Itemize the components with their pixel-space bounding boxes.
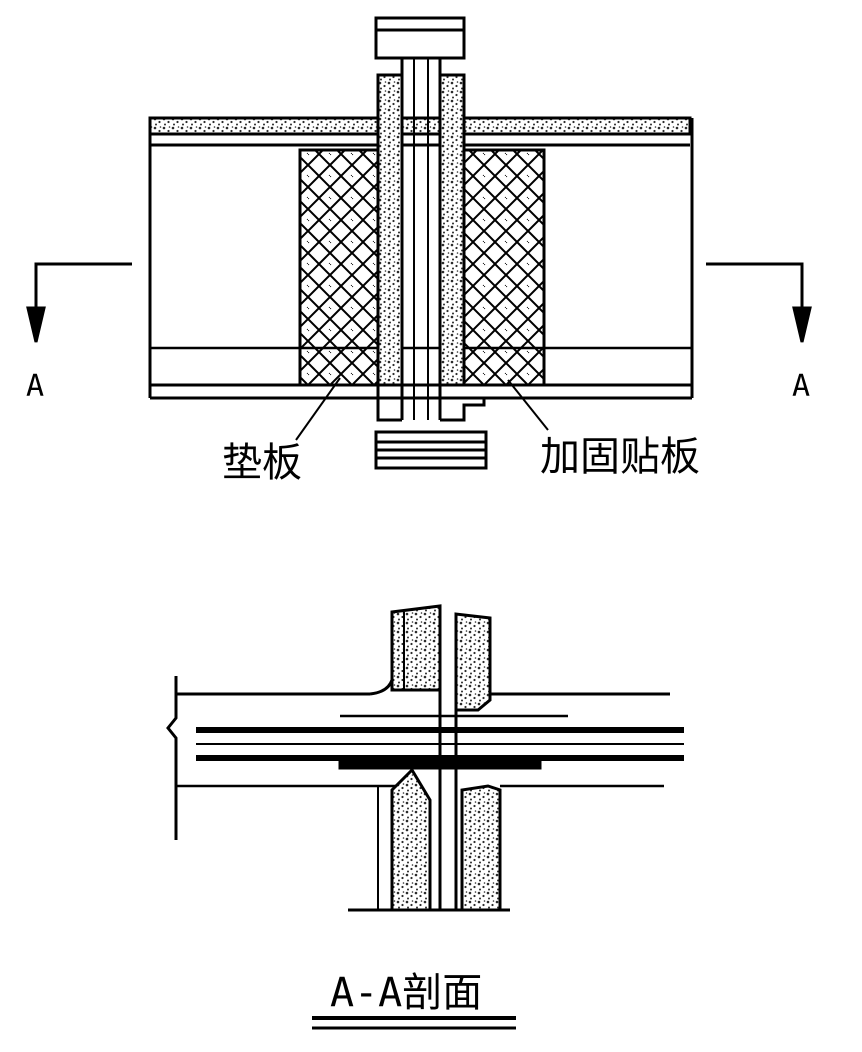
filler-left-dotted: [376, 73, 404, 387]
cut-label-left: A: [26, 369, 44, 404]
section-title: A-A剖面: [330, 970, 482, 1016]
cut-arrow-right: [706, 262, 804, 338]
section-view: [166, 604, 684, 912]
leader-pad: [295, 377, 341, 441]
filler-right-dotted: [438, 73, 466, 387]
section-slab-outline: [166, 676, 178, 840]
pad-right-hatched: [460, 148, 546, 387]
section-lower-right-block: [460, 784, 502, 912]
plan-view: [26, 16, 812, 470]
section-upper-right-block: [454, 612, 492, 712]
bolt-top-cap: [374, 16, 466, 60]
wall-top-strip: [148, 116, 692, 136]
cut-arrow-left: [34, 262, 132, 338]
section-upper-left-block: [390, 604, 442, 692]
pad-left-hatched: [298, 148, 380, 387]
cut-label-right: A: [792, 369, 810, 404]
label-pad: 垫板: [222, 440, 302, 486]
leader-reinforce: [507, 379, 549, 431]
section-lower-left-block: [390, 767, 432, 912]
label-reinforce: 加固贴板: [540, 434, 700, 480]
